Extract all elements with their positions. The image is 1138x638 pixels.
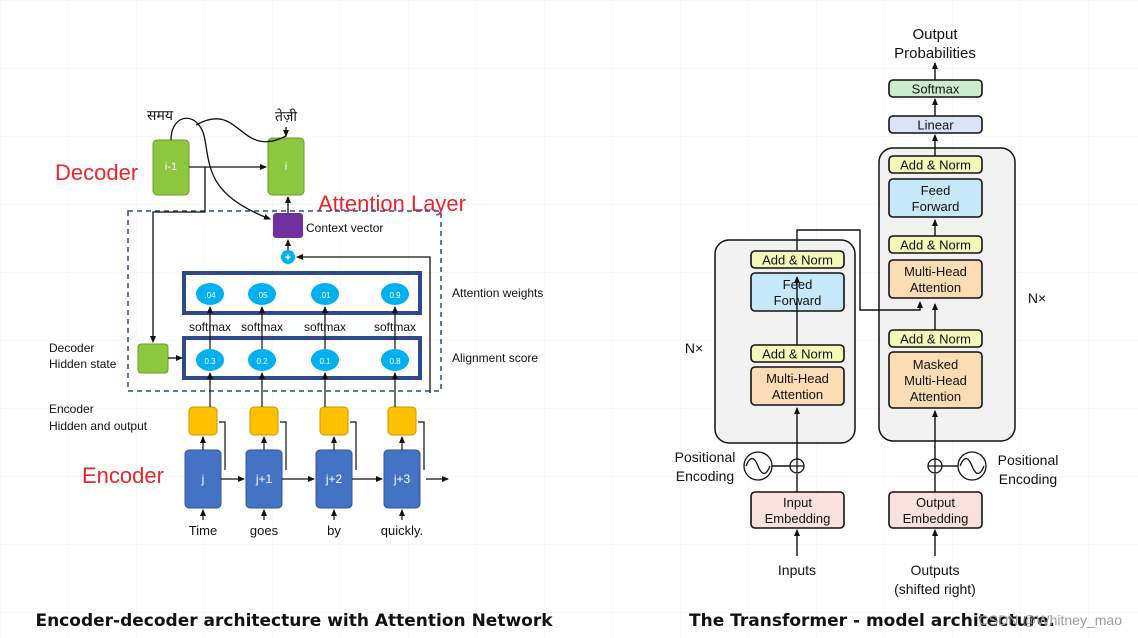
encoder-hidden-label-1: Encoder — [49, 402, 94, 416]
decoder-add-norm-top-label: Add & Norm — [900, 158, 971, 173]
alignment-score-label: Alignment score — [452, 351, 538, 365]
alignment-score-node — [381, 349, 409, 371]
decoder-hidden-label-1: Decoder — [49, 341, 94, 355]
output-embedding-label: Embedding — [903, 511, 969, 526]
encoder-cell-label: j+2 — [325, 472, 343, 486]
decoder-feed-forward — [888, 178, 983, 218]
sum-node-label: + — [285, 252, 291, 264]
decoder-positional-1: Positional — [998, 452, 1059, 468]
encoder-stack — [714, 239, 856, 444]
attention-weights-label: Attention weights — [452, 286, 543, 300]
attention-weight-value: .05 — [256, 291, 268, 300]
attention-layer-box — [127, 210, 442, 392]
encoder-hidden-node — [387, 406, 417, 436]
encoder-cell-label: j+3 — [393, 472, 411, 486]
alignment-score-value: 0.2 — [256, 357, 268, 366]
decoder-cell-current-label: i — [285, 161, 287, 173]
decoder-cell-prev-label: i-1 — [165, 161, 177, 173]
decoder-nx-label: N× — [1028, 290, 1046, 306]
alignment-score-row — [182, 336, 422, 380]
encoder-input-word: Time — [189, 523, 217, 538]
attention-diagram: Decoder Attention Layer Encoder समय तेज़… — [35, 108, 553, 631]
encoder-label: Encoder — [82, 463, 164, 488]
encoder-hidden-node — [249, 406, 279, 436]
weight-nodes: .04softmax0.3.05softmax0.2.01softmax0.10… — [189, 283, 416, 371]
attention-weight-node — [248, 283, 276, 305]
output-probabilities-1: Output — [912, 26, 958, 43]
decoder-hidden-label-2: Hidden state — [49, 357, 117, 371]
decoder-positional-2: Encoding — [999, 471, 1057, 487]
encoder-cell-label: j+1 — [255, 472, 273, 486]
encoder-add-norm-bottom-label: Add & Norm — [762, 347, 833, 362]
encoder-multi-head-attention-label: Attention — [772, 387, 823, 402]
attention-connectors — [150, 117, 431, 393]
attention-layer-label: Attention Layer — [318, 191, 466, 216]
decoder-masked-attention-label: Attention — [910, 389, 961, 404]
encoder-hidden-label-2: Hidden and output — [49, 419, 148, 433]
transformer-connectors — [772, 62, 958, 556]
decoder-add-norm-bottom-label: Add & Norm — [900, 332, 971, 347]
word-tezi: तेज़ी — [275, 108, 297, 125]
input-embedding-label: Embedding — [765, 511, 831, 526]
encoder-hidden-node — [319, 406, 349, 436]
decoder-cell-current — [267, 137, 305, 196]
attention-weight-value: .01 — [319, 291, 331, 300]
attention-weight-node — [381, 283, 409, 305]
encoder-cell-label: j — [201, 472, 205, 486]
encoder-multi-head-attention — [750, 366, 845, 406]
input-embedding-label: Input — [783, 495, 812, 510]
encoder-input-word: by — [327, 523, 341, 538]
attention-weight-value: 0.9 — [389, 291, 401, 300]
transformer-diagram: Output Probabilities Add & NormFeedForwa… — [675, 26, 1059, 631]
encoder-positional-1: Positional — [675, 449, 736, 465]
encoder-input-word: goes — [250, 523, 279, 538]
decoder-feed-forward-label: Forward — [912, 199, 960, 214]
encoder-add-norm-top-label: Add & Norm — [762, 253, 833, 268]
attention-weight-node — [311, 283, 339, 305]
decoder-multi-head-attention-label: Attention — [910, 280, 961, 295]
decoder-add-norm-mid-label: Add & Norm — [900, 238, 971, 253]
alignment-score-node — [311, 349, 339, 371]
encoder-positional-2: Encoding — [676, 468, 734, 484]
encoder-nx-label: N× — [685, 340, 703, 356]
watermark: CSDN @Whitney_mao — [979, 612, 1123, 628]
attention-weight-node — [196, 283, 224, 305]
left-caption: Encoder-decoder architecture with Attent… — [35, 611, 553, 631]
alignment-score-node — [248, 349, 276, 371]
context-vector-box — [273, 213, 303, 238]
decoder-masked-attention-label: Masked — [913, 357, 959, 372]
right-caption: The Transformer - model architecture. — [689, 611, 1055, 631]
word-samay: समय — [147, 108, 174, 124]
context-vector-label: Context vector — [306, 221, 383, 235]
outputs-label-2: (shifted right) — [894, 581, 976, 597]
alignment-score-value: 0.1 — [319, 357, 331, 366]
inputs-label: Inputs — [778, 562, 816, 578]
decoder-masked-attention-label: Multi-Head — [904, 373, 967, 388]
decoder-multi-head-attention — [888, 259, 983, 299]
encoder-add-norm-top — [750, 250, 845, 269]
attention-weights-row — [182, 271, 422, 315]
sum-node — [281, 250, 295, 264]
attention-weight-value: .04 — [204, 291, 216, 300]
softmax-layer-label: Softmax — [912, 82, 960, 97]
output-probabilities-2: Probabilities — [894, 45, 976, 62]
alignment-score-value: 0.8 — [389, 357, 401, 366]
encoder-multi-head-attention-label: Multi-Head — [766, 371, 829, 386]
output-embedding-label: Output — [916, 495, 955, 510]
decoder-feed-forward-label: Feed — [921, 183, 951, 198]
decoder-multi-head-attention-label: Multi-Head — [904, 264, 967, 279]
encoder-hidden-node — [188, 406, 218, 436]
decoder-hidden-state — [137, 343, 169, 374]
linear-layer-label: Linear — [917, 118, 954, 133]
decoder-label: Decoder — [55, 160, 138, 185]
outputs-label-1: Outputs — [910, 562, 959, 578]
alignment-score-value: 0.3 — [204, 357, 216, 366]
encoder-input-word: quickly. — [381, 523, 423, 538]
alignment-score-node — [196, 349, 224, 371]
decoder-masked-attention — [888, 351, 983, 409]
